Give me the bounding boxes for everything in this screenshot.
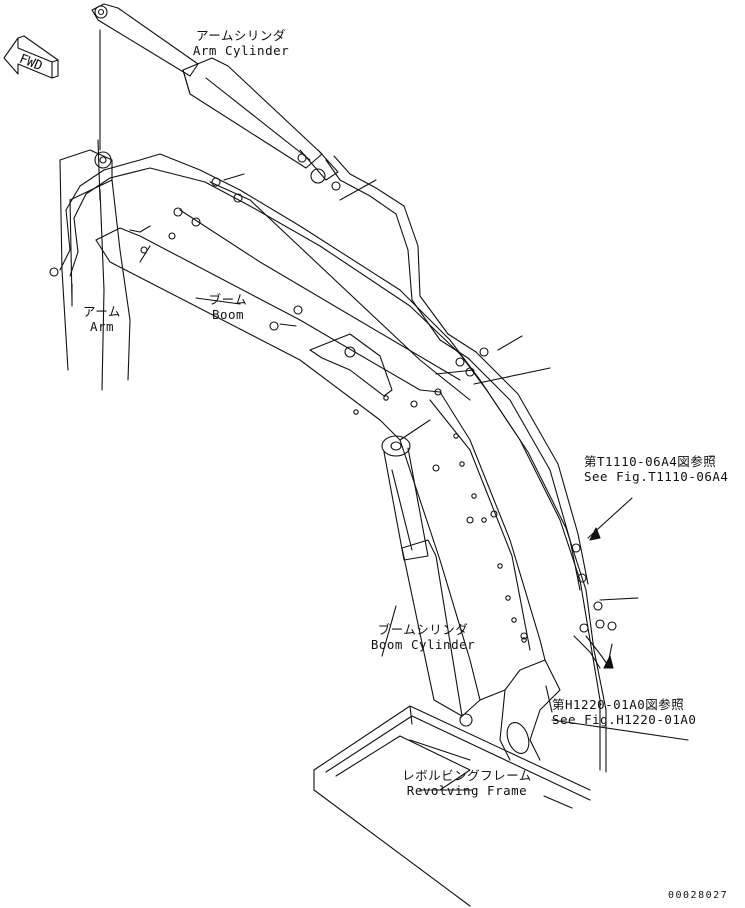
boom-cylinder <box>381 435 463 717</box>
ref-h1220-label-en: See Fig.H1220-01A0 <box>552 712 697 727</box>
ref-h1220-label-jp: 第H1220-01A0図参照 <box>552 697 685 712</box>
arrowheads <box>589 527 614 669</box>
arm-label-jp: アーム <box>83 304 121 319</box>
boom-cylinder-label-en: Boom Cylinder <box>370 637 476 652</box>
revolving-frame-label: レボルビングフレーム Revolving Frame <box>382 768 552 798</box>
revolving-frame-label-jp: レボルビングフレーム <box>402 768 532 783</box>
boom-label-jp: ブーム <box>208 292 248 307</box>
forward-arrow-icon: FWD <box>3 35 59 79</box>
arm-cylinder <box>91 3 339 184</box>
boom-cylinder-label-jp: ブームシリンダ <box>377 622 469 637</box>
ref-t1110-label-jp: 第T1110-06A4図参照 <box>584 454 717 469</box>
ref-h1220-label: 第H1220-01A0図参照 See Fig.H1220-01A0 <box>552 697 696 727</box>
arm-label: アーム Arm <box>80 304 124 334</box>
boom-structure <box>95 227 561 761</box>
boom-label: ブーム Boom <box>200 292 256 322</box>
arm-structure <box>59 139 131 391</box>
boom-label-en: Boom <box>211 307 245 322</box>
ref-t1110-label: 第T1110-06A4図参照 See Fig.T1110-06A4 <box>584 454 728 484</box>
boom-cylinder-label: ブームシリンダ Boom Cylinder <box>362 622 484 652</box>
hydraulic-piping <box>49 153 617 773</box>
leader-lines <box>71 29 689 809</box>
arm-label-en: Arm <box>89 319 115 334</box>
arm-cylinder-label-en: Arm Cylinder <box>192 43 290 58</box>
ref-t1110-label-en: See Fig.T1110-06A4 <box>584 469 729 484</box>
drawing-number: 00028027 <box>668 890 729 901</box>
arm-cylinder-label: アームシリンダ Arm Cylinder <box>186 28 296 58</box>
revolving-frame-label-en: Revolving Frame <box>406 783 528 798</box>
arm-cylinder-label-jp: アームシリンダ <box>196 28 286 43</box>
revolving-frame <box>313 705 591 907</box>
